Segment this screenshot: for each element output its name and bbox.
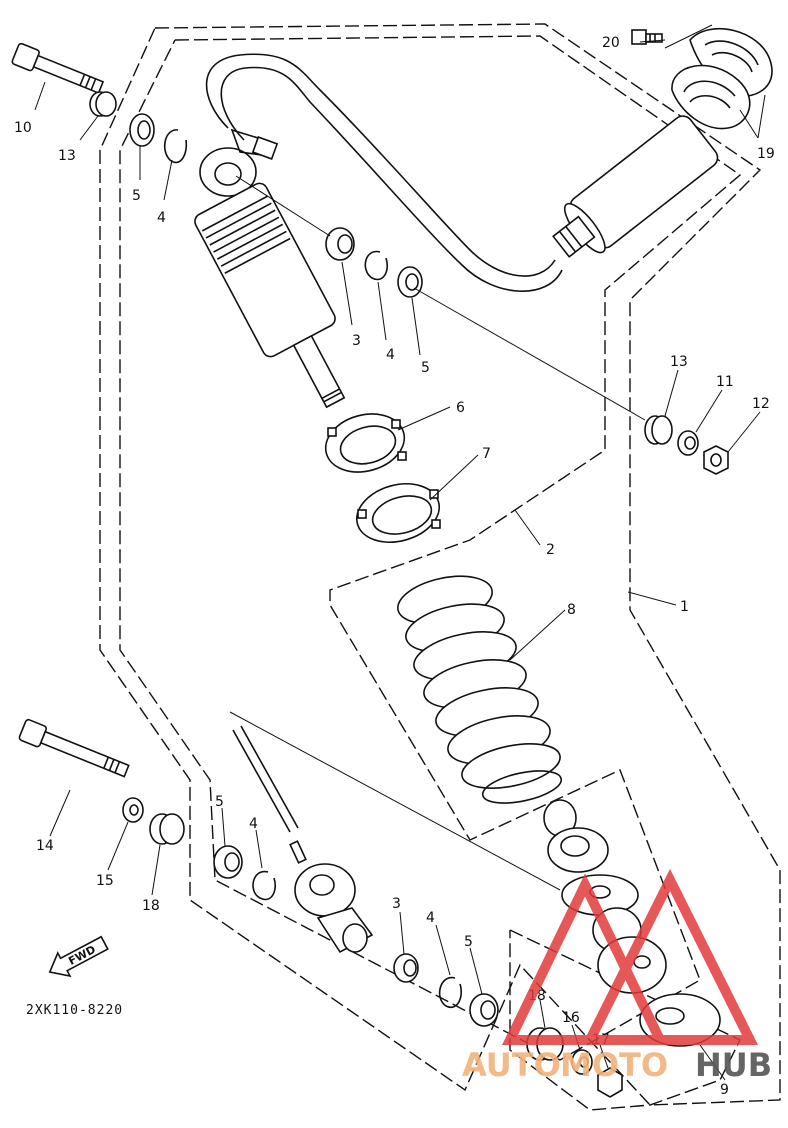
- callout-14: 14: [36, 838, 54, 854]
- leader-lines: [34, 24, 766, 1081]
- callout-4-lower-right: 4: [426, 910, 435, 926]
- collar-13-upper: [89, 91, 117, 117]
- callout-10: 10: [14, 120, 32, 136]
- circlip-4-upper-left: [163, 129, 188, 164]
- bolt-10: [11, 42, 105, 95]
- callout-1: 1: [680, 599, 689, 615]
- callout-4-upper-right: 4: [386, 347, 395, 363]
- callout-4-lower-left: 4: [249, 816, 258, 832]
- oil-seal-5-upper-left: [129, 113, 155, 147]
- callout-15: 15: [96, 873, 114, 889]
- callout-3-upper: 3: [352, 333, 361, 349]
- circlip-4-lower-right: [438, 976, 462, 1009]
- ring-nut-6: [324, 413, 407, 473]
- bracket-19: [671, 27, 773, 130]
- collar-18-left: [149, 813, 185, 845]
- callout-20: 20: [602, 35, 620, 51]
- callout-16: 16: [562, 1010, 580, 1026]
- bolt-14: [18, 718, 130, 778]
- watermark-logo: [502, 868, 759, 1045]
- seal-16: [571, 1049, 593, 1075]
- circlip-4-lower-left: [252, 870, 276, 901]
- callout-19: 19: [757, 146, 775, 162]
- shock-absorber: [194, 53, 719, 409]
- oil-seal-5-lower-right: [469, 993, 499, 1027]
- oil-seal-5-lower-left: [213, 845, 243, 879]
- fwd-arrow: FWD: [48, 935, 109, 978]
- callout-18-left: 18: [142, 898, 160, 914]
- callout-5-upper-left: 5: [132, 188, 141, 204]
- callout-13-right: 13: [670, 354, 688, 370]
- oil-seal-5-upper-right: [397, 266, 423, 298]
- callout-7: 7: [482, 446, 491, 462]
- callout-5-lower-right: 5: [464, 934, 473, 950]
- washer-11: [677, 430, 699, 456]
- callout-5-upper-right: 5: [421, 360, 430, 376]
- callout-9: 9: [720, 1082, 729, 1098]
- bump-stop: [543, 799, 667, 994]
- damper-rod-lower: [232, 725, 307, 864]
- spring-8: [397, 575, 563, 804]
- ring-nut-7: [355, 483, 441, 543]
- callout-3-lower: 3: [392, 896, 401, 912]
- assembly-outline-2: [119, 35, 742, 1061]
- callout-11: 11: [716, 374, 734, 390]
- collar-13-right: [644, 415, 673, 445]
- washer-15: [122, 797, 144, 823]
- callout-5-lower-left: 5: [215, 794, 224, 810]
- nut-12: [703, 445, 729, 475]
- assembly-outline-1: [99, 23, 781, 1106]
- callout-13-upper: 13: [58, 148, 76, 164]
- callout-12: 12: [752, 396, 770, 412]
- bearing-3-lower: [393, 953, 419, 983]
- lower-eye: [294, 863, 374, 954]
- callout-8: 8: [567, 602, 576, 618]
- callout-2: 2: [546, 542, 555, 558]
- watermark-hub: HUB: [695, 1046, 772, 1084]
- watermark-moto: MOTO: [560, 1046, 668, 1084]
- callout-4-upper-left: 4: [157, 210, 166, 226]
- circlip-4-upper-right: [364, 250, 388, 281]
- watermark-text: AUTO MOTO HUB: [462, 1046, 772, 1084]
- callout-6: 6: [456, 400, 465, 416]
- nut-17: [597, 1067, 623, 1098]
- bolt-20: [631, 29, 663, 45]
- diagram-code: 2XK110-8220: [26, 1003, 123, 1018]
- watermark-auto: AUTO: [462, 1046, 561, 1084]
- bearing-3-upper: [325, 227, 355, 261]
